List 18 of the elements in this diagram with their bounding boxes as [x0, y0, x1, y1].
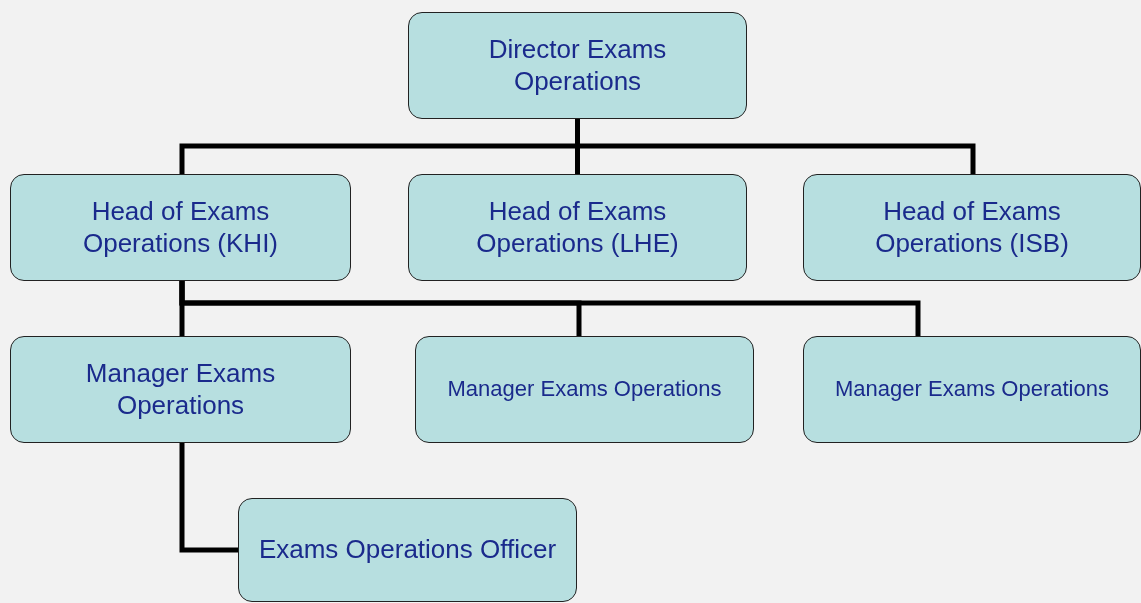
role-title: Exams Operations Officer — [258, 534, 557, 566]
role-title: Manager Exams Operations — [447, 376, 722, 403]
role-title: Manager Exams Operations — [84, 357, 277, 422]
role-title: Head of Exams Operations (KHI) — [81, 195, 280, 260]
connector-line — [179, 443, 238, 553]
org-box — [803, 336, 1141, 443]
org-box — [408, 12, 747, 119]
org-box — [238, 498, 577, 602]
org-box — [803, 174, 1141, 281]
role-title: Manager Exams Operations — [835, 376, 1109, 403]
connector-line — [179, 281, 921, 336]
org-box — [10, 174, 351, 281]
role-title: Director Exams Operations — [487, 33, 668, 98]
org-box — [10, 336, 351, 443]
role-title: Head of Exams Operations (ISB) — [874, 195, 1070, 260]
org-box — [408, 174, 747, 281]
org-box — [415, 336, 754, 443]
role-title: Head of Exams Operations (LHE) — [475, 195, 680, 260]
